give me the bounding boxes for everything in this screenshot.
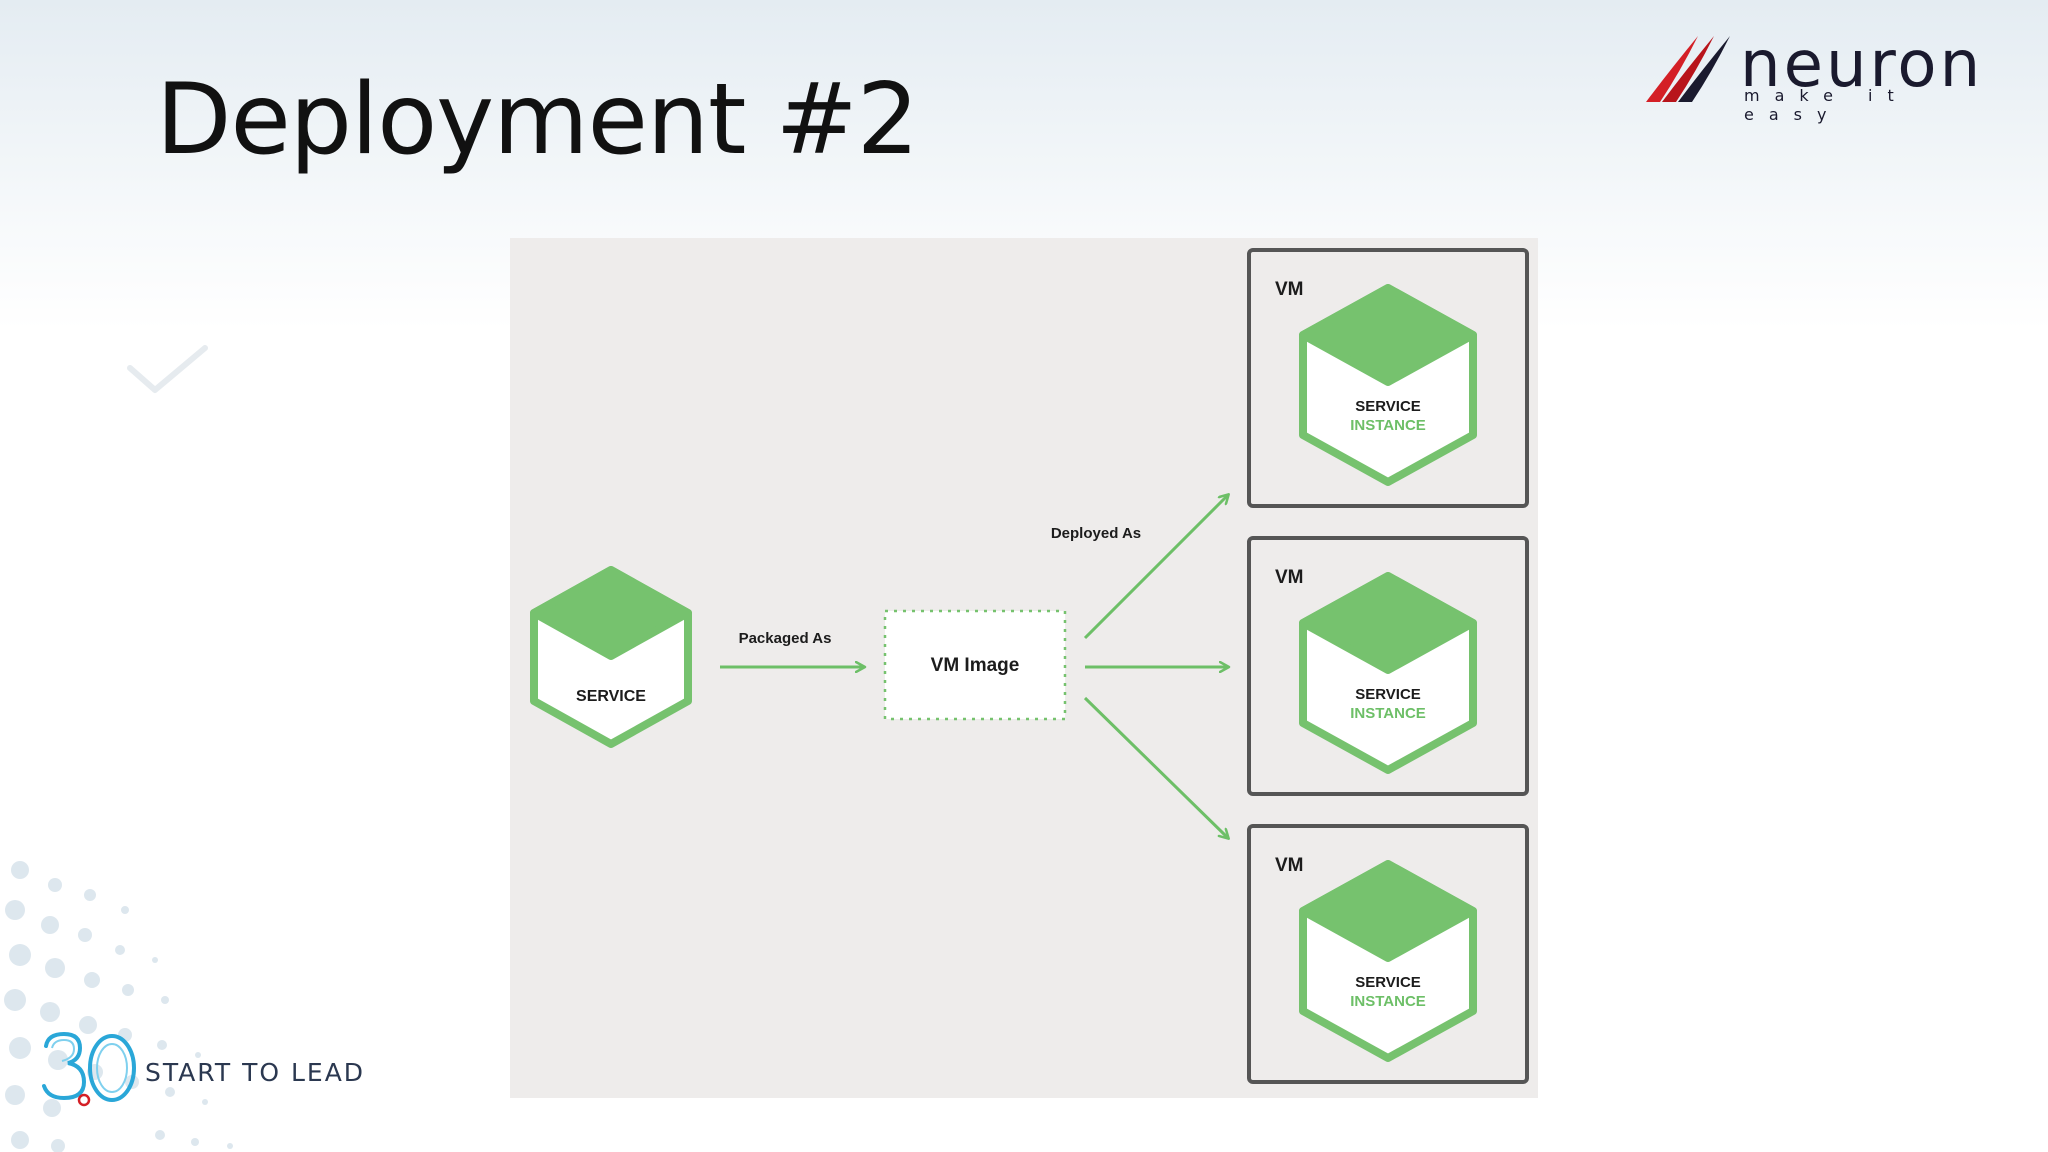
deployment-diagram: SERVICE Packaged As VM Image Deployed As… [510,238,1538,1098]
vm-label: VM [1275,567,1304,588]
service-label: SERVICE [576,688,646,705]
service-instance-line1: SERVICE [1355,686,1421,703]
logo-wordmark: neuron [1740,28,1984,102]
vm-box: VM SERVICE INSTANCE [1247,536,1529,796]
vm-image-label: VM Image [931,655,1020,676]
faint-check-icon [127,345,208,393]
vm-label: VM [1275,855,1304,876]
service-instance-hexagon: SERVICE INSTANCE [1299,860,1477,1062]
slide-title: Deployment #2 [156,63,919,177]
diagram-canvas: SERVICE Packaged As VM Image Deployed As… [530,248,1529,1084]
logo-swoosh-icon [1646,36,1730,102]
deployed-as-label: Deployed As [1051,525,1141,542]
service-instance-line2: INSTANCE [1350,705,1426,722]
service-instance-line2: INSTANCE [1350,993,1426,1010]
service-instance-hexagon: SERVICE INSTANCE [1299,284,1477,486]
packaged-as-label: Packaged As [739,630,832,647]
service-instance-line2: INSTANCE [1350,417,1426,434]
deploy-arrow-bottom [1083,696,1228,838]
neuron-logo: neuron make it easy [1640,28,2020,124]
logo-tagline: make it easy [1744,86,1909,124]
service-instance-hexagon: SERVICE INSTANCE [1299,572,1477,774]
vm-box: VM SERVICE INSTANCE [1247,248,1529,508]
service-instance-line1: SERVICE [1355,398,1421,415]
decorative-dot-pattern [4,861,233,1152]
vm-label: VM [1275,279,1304,300]
thirty-years-badge-icon [42,1031,136,1107]
service-hexagon: SERVICE [530,566,692,748]
service-instance-line1: SERVICE [1355,974,1421,991]
badge-tagline: START TO LEAD [145,1058,366,1087]
vm-box: VM SERVICE INSTANCE [1247,824,1529,1084]
deploy-arrow-top [1083,495,1228,640]
vm-image-box: VM Image [883,609,1067,721]
